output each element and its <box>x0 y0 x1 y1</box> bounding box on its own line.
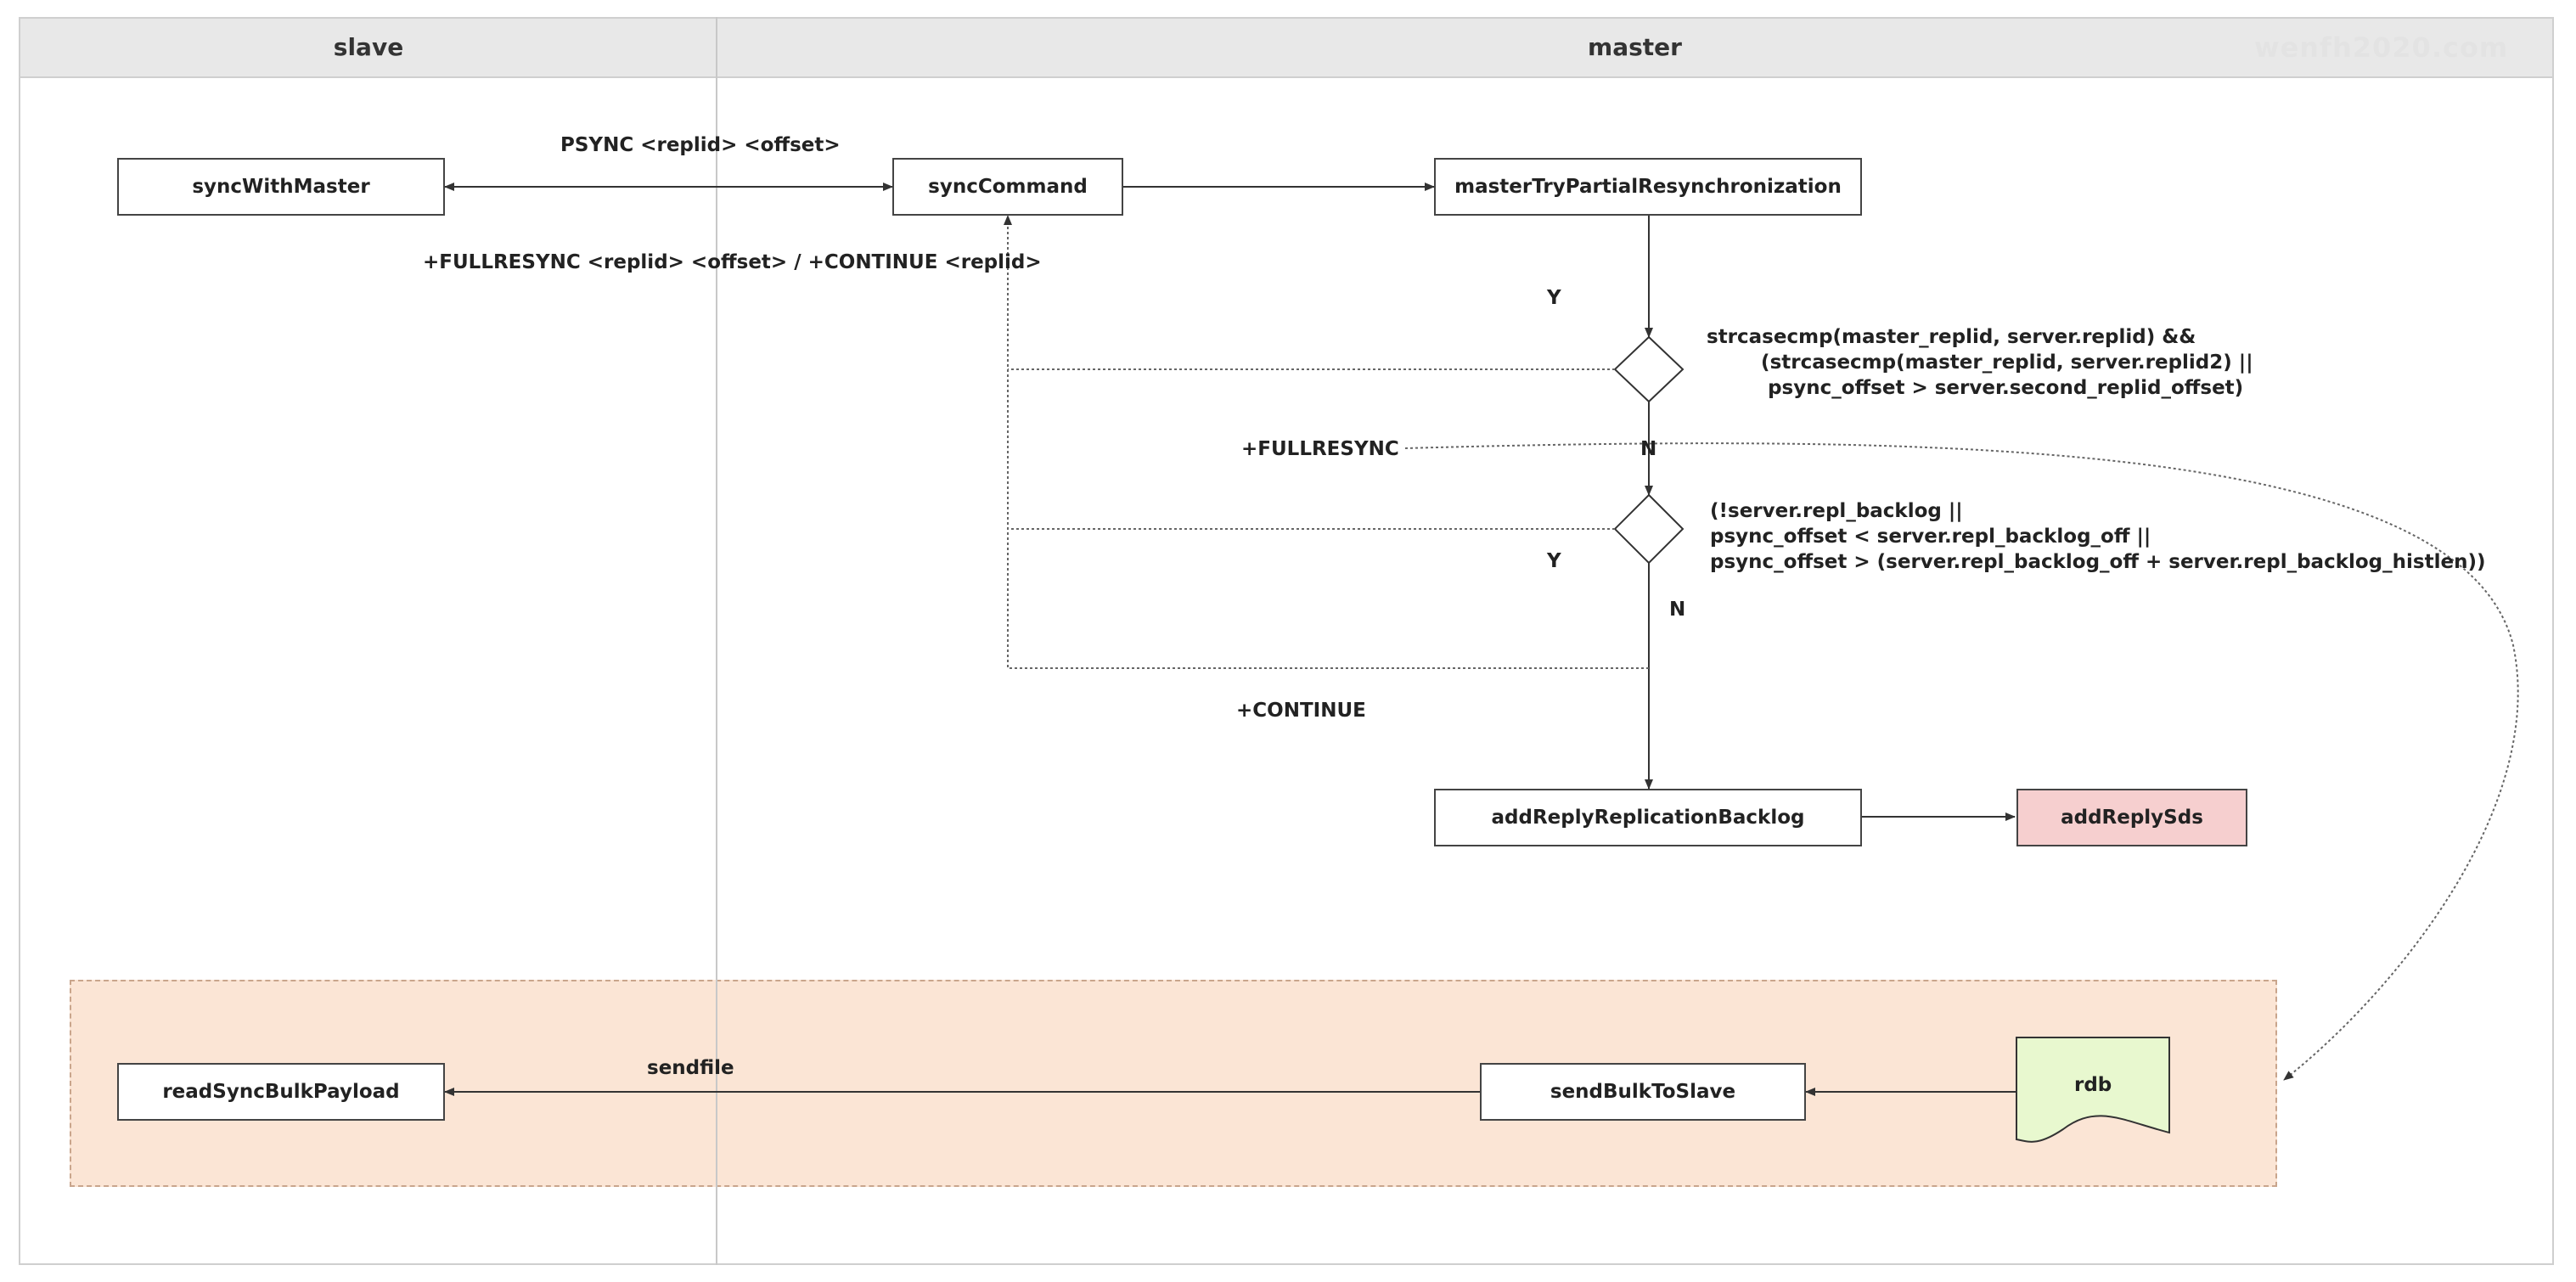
edge-fullresync-curve <box>1404 442 2519 1081</box>
node-rdb[interactable]: rdb <box>2074 1074 2112 1096</box>
label-y-2: Y <box>1547 550 1561 572</box>
lane-title-slave: slave <box>333 33 404 61</box>
decision-diamond-1 <box>1613 335 1685 403</box>
node-syncWithMaster[interactable]: syncWithMaster <box>117 158 445 216</box>
rdb-document-shape <box>2016 1037 2170 1143</box>
lane-header <box>19 17 2554 78</box>
label-y-1: Y <box>1547 287 1561 309</box>
condition-2: (!server.repl_backlog || psync_offset < … <box>1710 500 2486 573</box>
label-sendfile: sendfile <box>647 1057 734 1079</box>
node-addReplySds[interactable]: addReplySds <box>2016 789 2247 846</box>
label-fullresync: +FULLRESYNC <box>1241 438 1399 460</box>
label-psync: PSYNC <replid> <offset> <box>560 134 841 156</box>
condition-1: strcasecmp(master_replid, server.replid)… <box>1707 326 2253 399</box>
node-syncCommand[interactable]: syncCommand <box>892 158 1123 216</box>
node-masterTryPartialResynchronization[interactable]: masterTryPartialResynchronization <box>1434 158 1862 216</box>
decision-diamond-2 <box>1613 493 1685 565</box>
lane-title-master: master <box>1588 33 1682 61</box>
label-n-2: N <box>1669 599 1686 621</box>
node-readSyncBulkPayload[interactable]: readSyncBulkPayload <box>117 1063 445 1121</box>
lane-divider <box>716 17 717 1265</box>
watermark: wenfh2020.com <box>2254 31 2509 64</box>
label-continue: +CONTINUE <box>1236 700 1366 722</box>
node-addReplyReplicationBacklog[interactable]: addReplyReplicationBacklog <box>1434 789 1862 846</box>
label-reply: +FULLRESYNC <replid> <offset> / +CONTINU… <box>423 251 1042 273</box>
node-sendBulkToSlave[interactable]: sendBulkToSlave <box>1480 1063 1806 1121</box>
label-n-1: N <box>1640 438 1657 460</box>
edge-continue-back <box>1004 215 1649 669</box>
